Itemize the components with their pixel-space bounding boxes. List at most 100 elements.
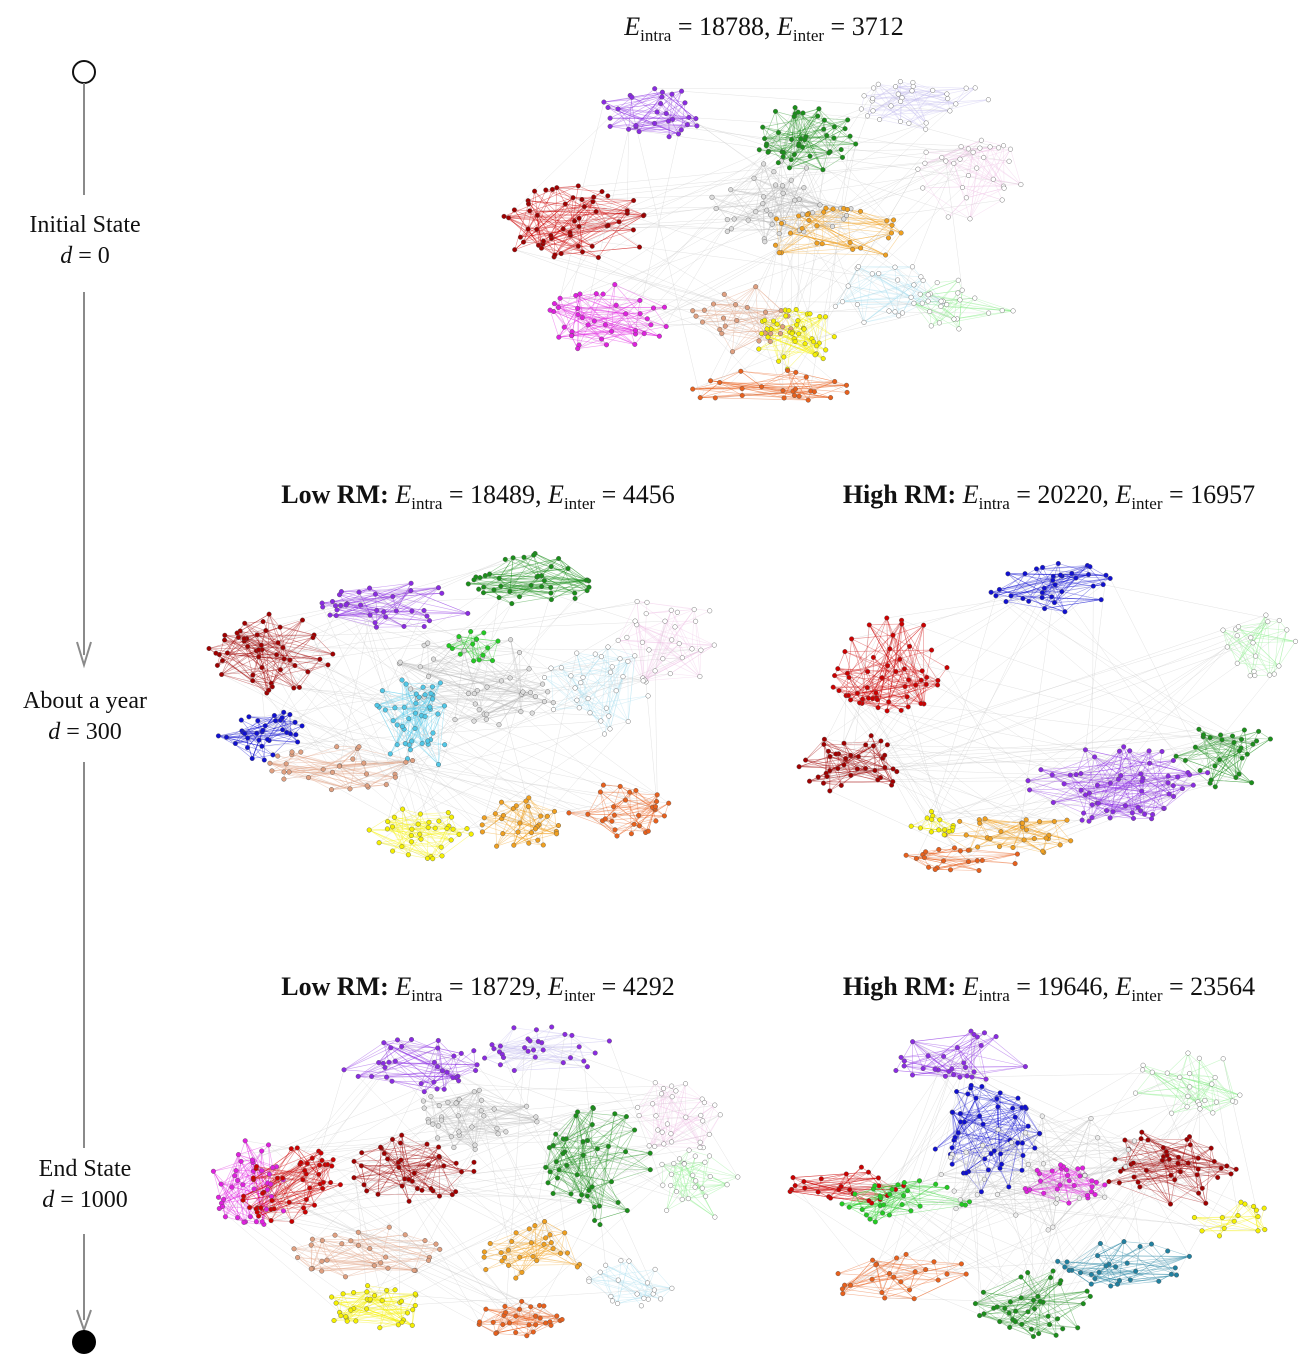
edge: [629, 791, 657, 802]
edge: [503, 815, 557, 835]
node: [517, 594, 523, 600]
edge: [638, 809, 656, 816]
edge: [931, 646, 1228, 833]
edge: [766, 209, 784, 224]
node: [970, 149, 976, 155]
node: [796, 331, 802, 337]
node: [585, 322, 591, 328]
edge: [385, 616, 554, 710]
edge: [890, 87, 976, 107]
node: [413, 700, 419, 706]
node: [779, 220, 785, 226]
node: [863, 742, 869, 748]
edge: [822, 169, 971, 220]
edge: [979, 819, 1023, 828]
node: [824, 133, 830, 139]
node: [778, 308, 784, 314]
node: [389, 824, 395, 830]
edge: [788, 310, 835, 337]
edge: [912, 82, 947, 95]
edge: [534, 553, 569, 569]
edge: [904, 668, 922, 704]
edge: [662, 639, 672, 659]
edge: [514, 249, 798, 321]
edge: [873, 657, 906, 687]
edge: [411, 610, 548, 693]
edge: [269, 751, 301, 764]
edge: [571, 306, 665, 336]
edge: [1054, 821, 1061, 845]
edge: [369, 587, 397, 612]
edge: [1252, 641, 1296, 644]
node: [293, 732, 299, 738]
edge: [886, 617, 909, 707]
edge: [509, 586, 542, 592]
edge: [574, 687, 607, 709]
edge: [252, 664, 329, 681]
edge: [479, 659, 644, 682]
node: [547, 307, 553, 313]
edge: [608, 661, 629, 717]
edge: [559, 298, 573, 332]
edge: [614, 809, 656, 816]
edge: [636, 601, 644, 681]
node: [1003, 599, 1009, 605]
edge: [528, 797, 532, 833]
node: [272, 718, 278, 724]
edge: [558, 307, 645, 334]
node: [884, 218, 890, 224]
edge: [740, 371, 807, 378]
edge: [540, 816, 544, 846]
edge: [1012, 840, 1071, 848]
edge: [486, 680, 502, 688]
edge: [764, 132, 779, 139]
edge: [247, 634, 315, 647]
edge: [411, 822, 430, 830]
node: [967, 216, 973, 222]
edge: [537, 215, 542, 249]
edge: [795, 309, 816, 355]
edge: [863, 315, 899, 323]
edge: [648, 649, 683, 658]
node: [383, 782, 389, 788]
edge: [943, 860, 969, 862]
node: [408, 588, 414, 594]
edge: [780, 160, 796, 201]
edge: [654, 626, 676, 671]
edge: [790, 215, 799, 234]
node: [902, 683, 908, 689]
edge: [369, 587, 428, 617]
edge: [886, 623, 903, 711]
edge: [400, 661, 475, 694]
edge: [523, 191, 603, 243]
edge: [785, 309, 824, 359]
edge: [1044, 566, 1091, 589]
node: [824, 773, 830, 779]
node: [526, 201, 532, 207]
edge: [582, 317, 648, 320]
edge: [1007, 573, 1089, 575]
edge: [479, 577, 545, 581]
edge: [781, 208, 834, 253]
edge: [368, 784, 387, 788]
edge: [1199, 738, 1271, 771]
node: [481, 815, 487, 821]
node: [1067, 772, 1073, 778]
node: [1103, 572, 1109, 578]
node: [844, 382, 850, 388]
edge: [968, 175, 1005, 189]
edge: [850, 624, 924, 701]
node: [653, 804, 659, 810]
edge: [958, 290, 963, 329]
node: [637, 311, 643, 317]
node: [792, 392, 798, 398]
edge: [587, 784, 604, 815]
edge: [502, 822, 520, 834]
node: [476, 707, 482, 713]
edge: [579, 707, 609, 717]
edge: [1109, 750, 1150, 819]
edge: [863, 312, 903, 323]
edge: [700, 372, 796, 398]
node: [1049, 594, 1055, 600]
edge: [627, 655, 636, 722]
